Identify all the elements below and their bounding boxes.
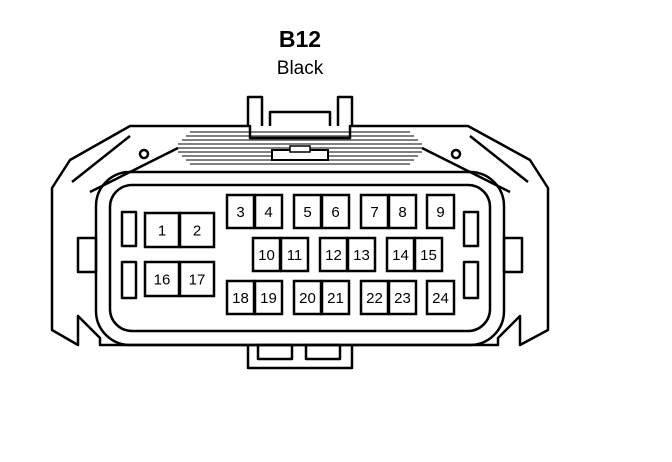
pin-cavity (425, 279, 456, 316)
connector-id: B12 (278, 26, 322, 52)
pin-label: 21 (327, 290, 344, 307)
pin-7: 7 (359, 193, 390, 230)
pin-cavity (413, 236, 444, 273)
pin-cavity (279, 236, 310, 273)
pin-label: 4 (264, 204, 272, 221)
pin-cavity (359, 193, 390, 230)
connector-outer-shell (50, 124, 550, 347)
pin-label: 16 (154, 272, 171, 289)
pin-1: 1 (143, 211, 181, 249)
pin-16: 16 (143, 260, 181, 298)
pin-label: 6 (331, 204, 339, 221)
pin-cavity (425, 193, 456, 230)
pin-cavity (320, 279, 351, 316)
pin-10: 10 (251, 236, 282, 273)
bottom-key-left (256, 343, 294, 361)
pin-label: 23 (394, 290, 411, 307)
pin-label: 15 (420, 247, 437, 264)
pin-cavity (225, 193, 256, 230)
pin-cavity (320, 193, 351, 230)
pin-cavity (318, 236, 349, 273)
pin-3: 3 (225, 193, 256, 230)
pin-13: 13 (346, 236, 377, 273)
pin-label: 24 (432, 290, 449, 307)
latch-center (268, 110, 332, 126)
connector-color: Black (276, 58, 324, 79)
pin-label: 19 (260, 290, 277, 307)
pin-label: 11 (287, 247, 303, 264)
pin-cavity (387, 279, 418, 316)
mount-hole-right (450, 148, 462, 160)
pin-cavity (178, 260, 216, 298)
pin-cavity (253, 193, 284, 230)
pin-label: 20 (299, 290, 316, 307)
side-key-left-top (120, 210, 138, 248)
side-key-right-bottom (462, 260, 480, 300)
pin-18: 18 (225, 279, 256, 316)
pin-label: 1 (158, 223, 166, 240)
pin-cavity (346, 236, 377, 273)
pin-label: 8 (398, 204, 406, 221)
pin-11: 11 (279, 236, 310, 273)
side-tab-right (502, 236, 524, 274)
pin-20: 20 (292, 279, 323, 316)
pin-23: 23 (387, 279, 418, 316)
side-tab-left (76, 236, 98, 274)
pin-label: 13 (353, 247, 370, 264)
pin-9: 9 (425, 193, 456, 230)
pin-label: 3 (236, 204, 244, 221)
pin-cavity (143, 260, 181, 298)
pin-label: 10 (258, 247, 275, 264)
pin-17: 17 (178, 260, 216, 298)
pin-2: 2 (178, 211, 216, 249)
pin-12: 12 (318, 236, 349, 273)
pin-24: 24 (425, 279, 456, 316)
pin-22: 22 (359, 279, 390, 316)
pin-label: 22 (366, 290, 383, 307)
shell-edge-left (71, 135, 131, 183)
pin-label: 18 (232, 290, 249, 307)
side-key-left-bottom (120, 260, 138, 300)
pin-5: 5 (292, 193, 323, 230)
pin-19: 19 (253, 279, 284, 316)
pin-15: 15 (413, 236, 444, 273)
connector-face (108, 183, 492, 333)
pin-cavity (178, 211, 216, 249)
shell-edge-right (469, 135, 529, 183)
pin-cavity (387, 193, 418, 230)
lock-hatching (178, 131, 422, 165)
pin-6: 6 (320, 193, 351, 230)
pin-label: 5 (303, 204, 311, 221)
latch-left (246, 95, 264, 126)
pin-8: 8 (387, 193, 418, 230)
pin-label: 7 (370, 204, 378, 221)
pin-label: 9 (436, 204, 444, 221)
pin-label: 17 (189, 272, 206, 289)
pin-21: 21 (320, 279, 351, 316)
side-key-right-top (462, 210, 480, 248)
pin-cavity (253, 279, 284, 316)
lock-slot (289, 145, 311, 153)
pin-14: 14 (385, 236, 416, 273)
bottom-latch (246, 345, 354, 370)
bottom-key-right (304, 343, 342, 361)
pin-label: 2 (193, 223, 201, 240)
pin-label: 12 (325, 247, 342, 264)
pin-4: 4 (253, 193, 284, 230)
mount-hole-left (138, 148, 150, 160)
pin-label: 14 (392, 247, 409, 264)
latch-right (336, 95, 354, 126)
